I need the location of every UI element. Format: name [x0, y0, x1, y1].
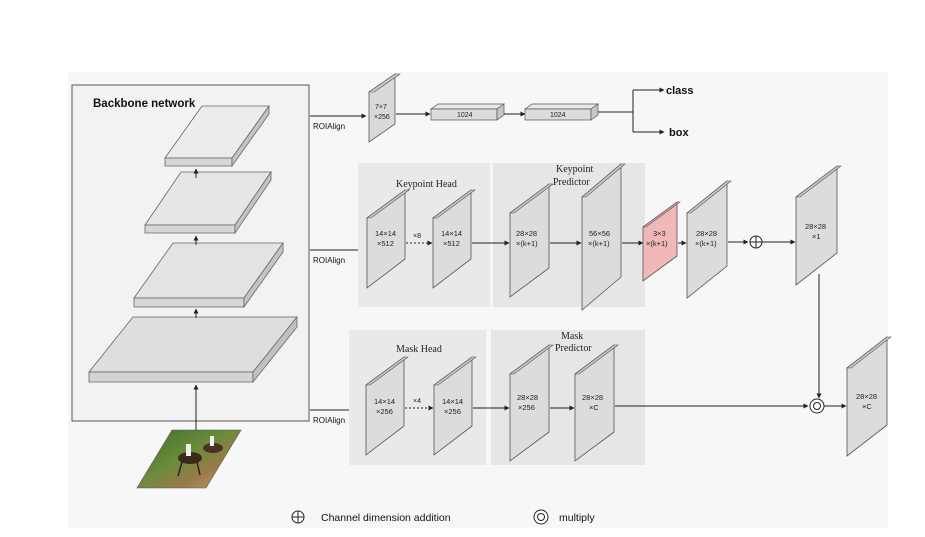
output-box-label: box — [669, 127, 689, 139]
box-head-feature: 7×7 ×256 — [368, 73, 401, 143]
box-feat-l2: ×256 — [374, 114, 390, 121]
kp-head-out-block: 14×14 ×512 — [432, 189, 476, 289]
mask-predictor-title-l2: Predictor — [555, 343, 592, 354]
kp-e-l1: 28×28 — [805, 222, 826, 231]
mask-head-title: Mask Head — [396, 344, 442, 355]
legend-add-label: Channel dimension addition — [321, 512, 451, 524]
keypoint-head-title: Keypoint Head — [396, 179, 457, 190]
mask-pred-a-l2: ×256 — [518, 403, 535, 412]
kp-head-repeat-label: ×8 — [413, 233, 421, 240]
mask-head-in-l1: 14×14 — [374, 397, 395, 406]
mask-out-l2: ×C — [862, 402, 872, 411]
kp-pred-c-l2: ×(k+1) — [646, 239, 668, 248]
mask-predictor-title-l1: Mask — [561, 331, 583, 342]
kp-d-l2: ×(k+1) — [695, 239, 717, 248]
kp-head-out-l1: 14×14 — [441, 229, 462, 238]
channel-add-icon — [749, 235, 763, 249]
backbone-layer-4 — [88, 315, 298, 384]
roialign-label-mid: ROIAlign — [313, 256, 345, 265]
mask-head-out-l2: ×256 — [444, 407, 461, 416]
mask-pred-block-a: 28×28 ×256 — [509, 344, 554, 462]
kp-head-out-l2: ×512 — [443, 239, 460, 248]
kp-head-in-l2: ×512 — [377, 239, 394, 248]
legend-multiply-label: multiply — [559, 512, 595, 524]
backbone-layer-2 — [144, 170, 272, 235]
kp-pred-b-l1: 56×56 — [589, 229, 610, 238]
backbone-layer-1 — [164, 104, 270, 168]
kp-pred-a-l1: 28×28 — [516, 229, 537, 238]
mask-head-out-l1: 14×14 — [442, 397, 463, 406]
mask-head-in-l2: ×256 — [376, 407, 393, 416]
kp-head-in-l1: 14×14 — [375, 229, 396, 238]
fc1-block: 1024 — [429, 103, 506, 121]
box-head-split-arrows — [598, 87, 665, 135]
keypoint-predictor-title-l2: Predictor — [553, 177, 590, 188]
multiply-icon — [809, 398, 825, 414]
kp-pred-block-b: 56×56 ×(k+1) — [581, 163, 626, 311]
backbone-title: Backbone network — [93, 98, 196, 110]
mask-head-repeat-label: ×4 — [413, 398, 421, 405]
box-feat-l1: 7×7 — [375, 104, 387, 111]
fc1-label: 1024 — [457, 112, 473, 119]
mask-head-in-block: 14×14 ×256 — [365, 356, 409, 456]
kp-block-d: 28×28 ×(k+1) — [686, 180, 732, 299]
mask-output-block: 28×28 ×C — [846, 336, 892, 457]
backbone-layer-3 — [133, 241, 284, 309]
legend-add-icon — [291, 510, 305, 524]
kp-pred-a-l2: ×(k+1) — [516, 239, 538, 248]
mask-pred-b-l1: 28×28 — [582, 393, 603, 402]
kp-d-l1: 28×28 — [696, 229, 717, 238]
kp-pred-block-a: 28×28 ×(k+1) — [509, 183, 554, 298]
input-image — [136, 429, 242, 489]
kp-block-e: 28×28 ×1 — [795, 165, 842, 286]
legend-multiply-icon — [533, 509, 549, 525]
roialign-label-bottom: ROIAlign — [313, 416, 345, 425]
kp-head-in-block: 14×14 ×512 — [366, 189, 410, 289]
kp-pred-block-c-highlight: 3×3 ×(k+1) — [642, 201, 681, 282]
mask-pred-block-b: 28×28 ×C — [574, 344, 619, 462]
kp-pred-b-l2: ×(k+1) — [588, 239, 610, 248]
fc2-label: 1024 — [550, 112, 566, 119]
mask-out-l1: 28×28 — [856, 392, 877, 401]
keypoint-predictor-title-l1: Keypoint — [556, 164, 593, 175]
mask-head-out-block: 14×14 ×256 — [433, 356, 477, 456]
kp-pred-c-l1: 3×3 — [653, 229, 666, 238]
kp-e-l2: ×1 — [812, 232, 821, 241]
roialign-label-top: ROIAlign — [313, 122, 345, 131]
mask-pred-a-l1: 28×28 — [517, 393, 538, 402]
mask-pred-b-l2: ×C — [589, 403, 599, 412]
output-class-label: class — [666, 85, 694, 97]
fc2-block: 1024 — [523, 103, 600, 121]
